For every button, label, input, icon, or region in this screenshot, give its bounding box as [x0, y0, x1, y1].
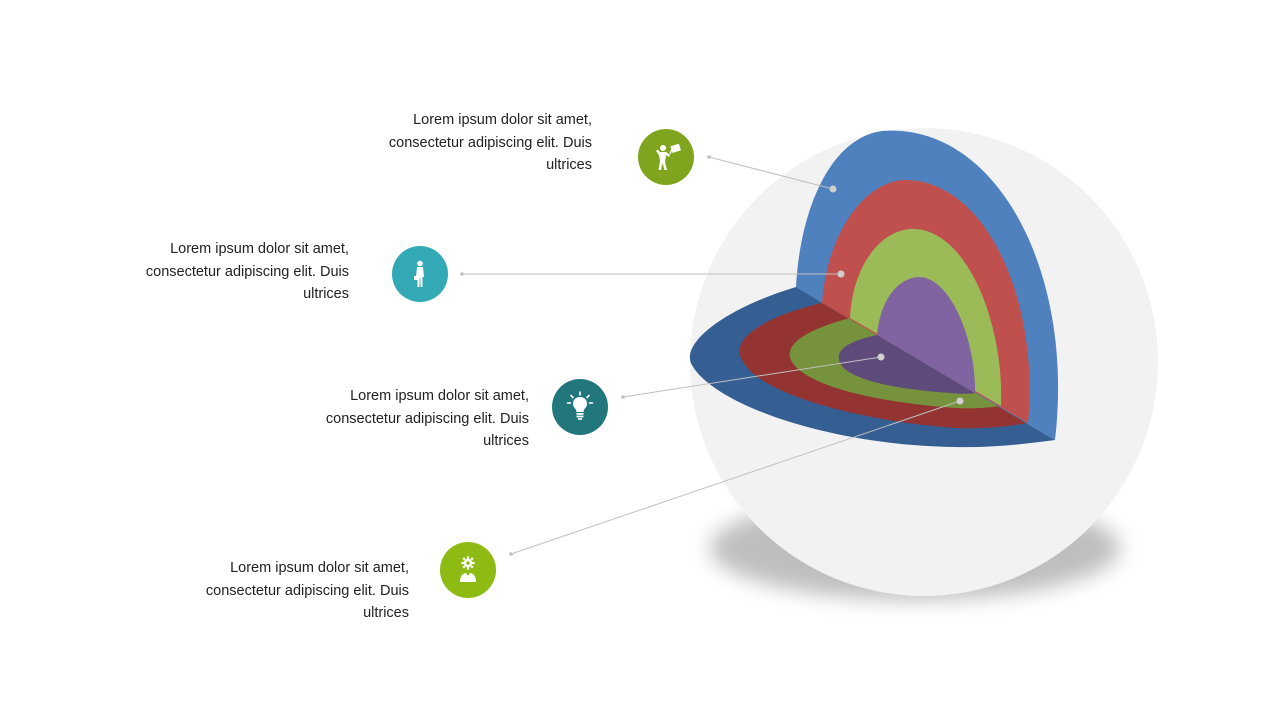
item-1-badge	[638, 129, 694, 185]
businessman-with-briefcase-icon	[414, 260, 424, 287]
person-with-gear-icon	[460, 556, 476, 582]
item-1-text: Lorem ipsum dolor sit amet, consectetur …	[332, 109, 592, 177]
connector-dot-start-3	[621, 395, 625, 399]
item-3-line-2: consectetur adipiscing elit. Duis	[325, 410, 529, 427]
connector-dot-start-2	[460, 272, 464, 276]
lightbulb-icon	[566, 391, 594, 420]
item-3-line-3: ultrices	[483, 433, 529, 449]
connector-dot-end-3	[877, 353, 885, 361]
item-1-line-3: ultrices	[546, 157, 592, 173]
connector-line-1	[708, 156, 834, 190]
item-2-line-3: ultrices	[303, 286, 349, 302]
item-2-text: Lorem ipsum dolor sit amet, consectetur …	[89, 238, 349, 306]
connector-dot-end-4	[956, 397, 964, 405]
item-2-line-1: Lorem ipsum dolor sit amet,	[170, 241, 349, 257]
connector-dot-start-4	[509, 552, 513, 556]
item-4-text: Lorem ipsum dolor sit amet, consectetur …	[149, 557, 409, 625]
connector-dot-start-1	[707, 155, 711, 159]
item-4-line-2: consectetur adipiscing elit. Duis	[205, 582, 409, 599]
item-4-line-3: ultrices	[363, 605, 409, 621]
item-2-line-2: consectetur adipiscing elit. Duis	[145, 263, 349, 280]
item-3-badge	[552, 379, 608, 435]
layer-core-vertical-face	[877, 276, 976, 393]
item-1-line-1: Lorem ipsum dolor sit amet,	[413, 112, 592, 128]
connector-dot-end-2	[837, 270, 845, 278]
connector-line-4	[510, 400, 961, 555]
connectors	[460, 155, 964, 556]
item-1-line-2: consectetur adipiscing elit. Duis	[388, 134, 592, 151]
item-4-badge	[440, 542, 496, 598]
item-2-badge	[392, 246, 448, 302]
connector-line-3	[622, 356, 882, 398]
item-3-text: Lorem ipsum dolor sit amet, consectetur …	[269, 385, 529, 453]
connector-dot-end-1	[829, 185, 837, 193]
item-4-line-1: Lorem ipsum dolor sit amet,	[230, 560, 409, 576]
item-3-line-1: Lorem ipsum dolor sit amet,	[350, 388, 529, 404]
celebrating-person-with-flag-icon	[656, 143, 681, 170]
layer-core-horizontal-face	[838, 335, 975, 394]
